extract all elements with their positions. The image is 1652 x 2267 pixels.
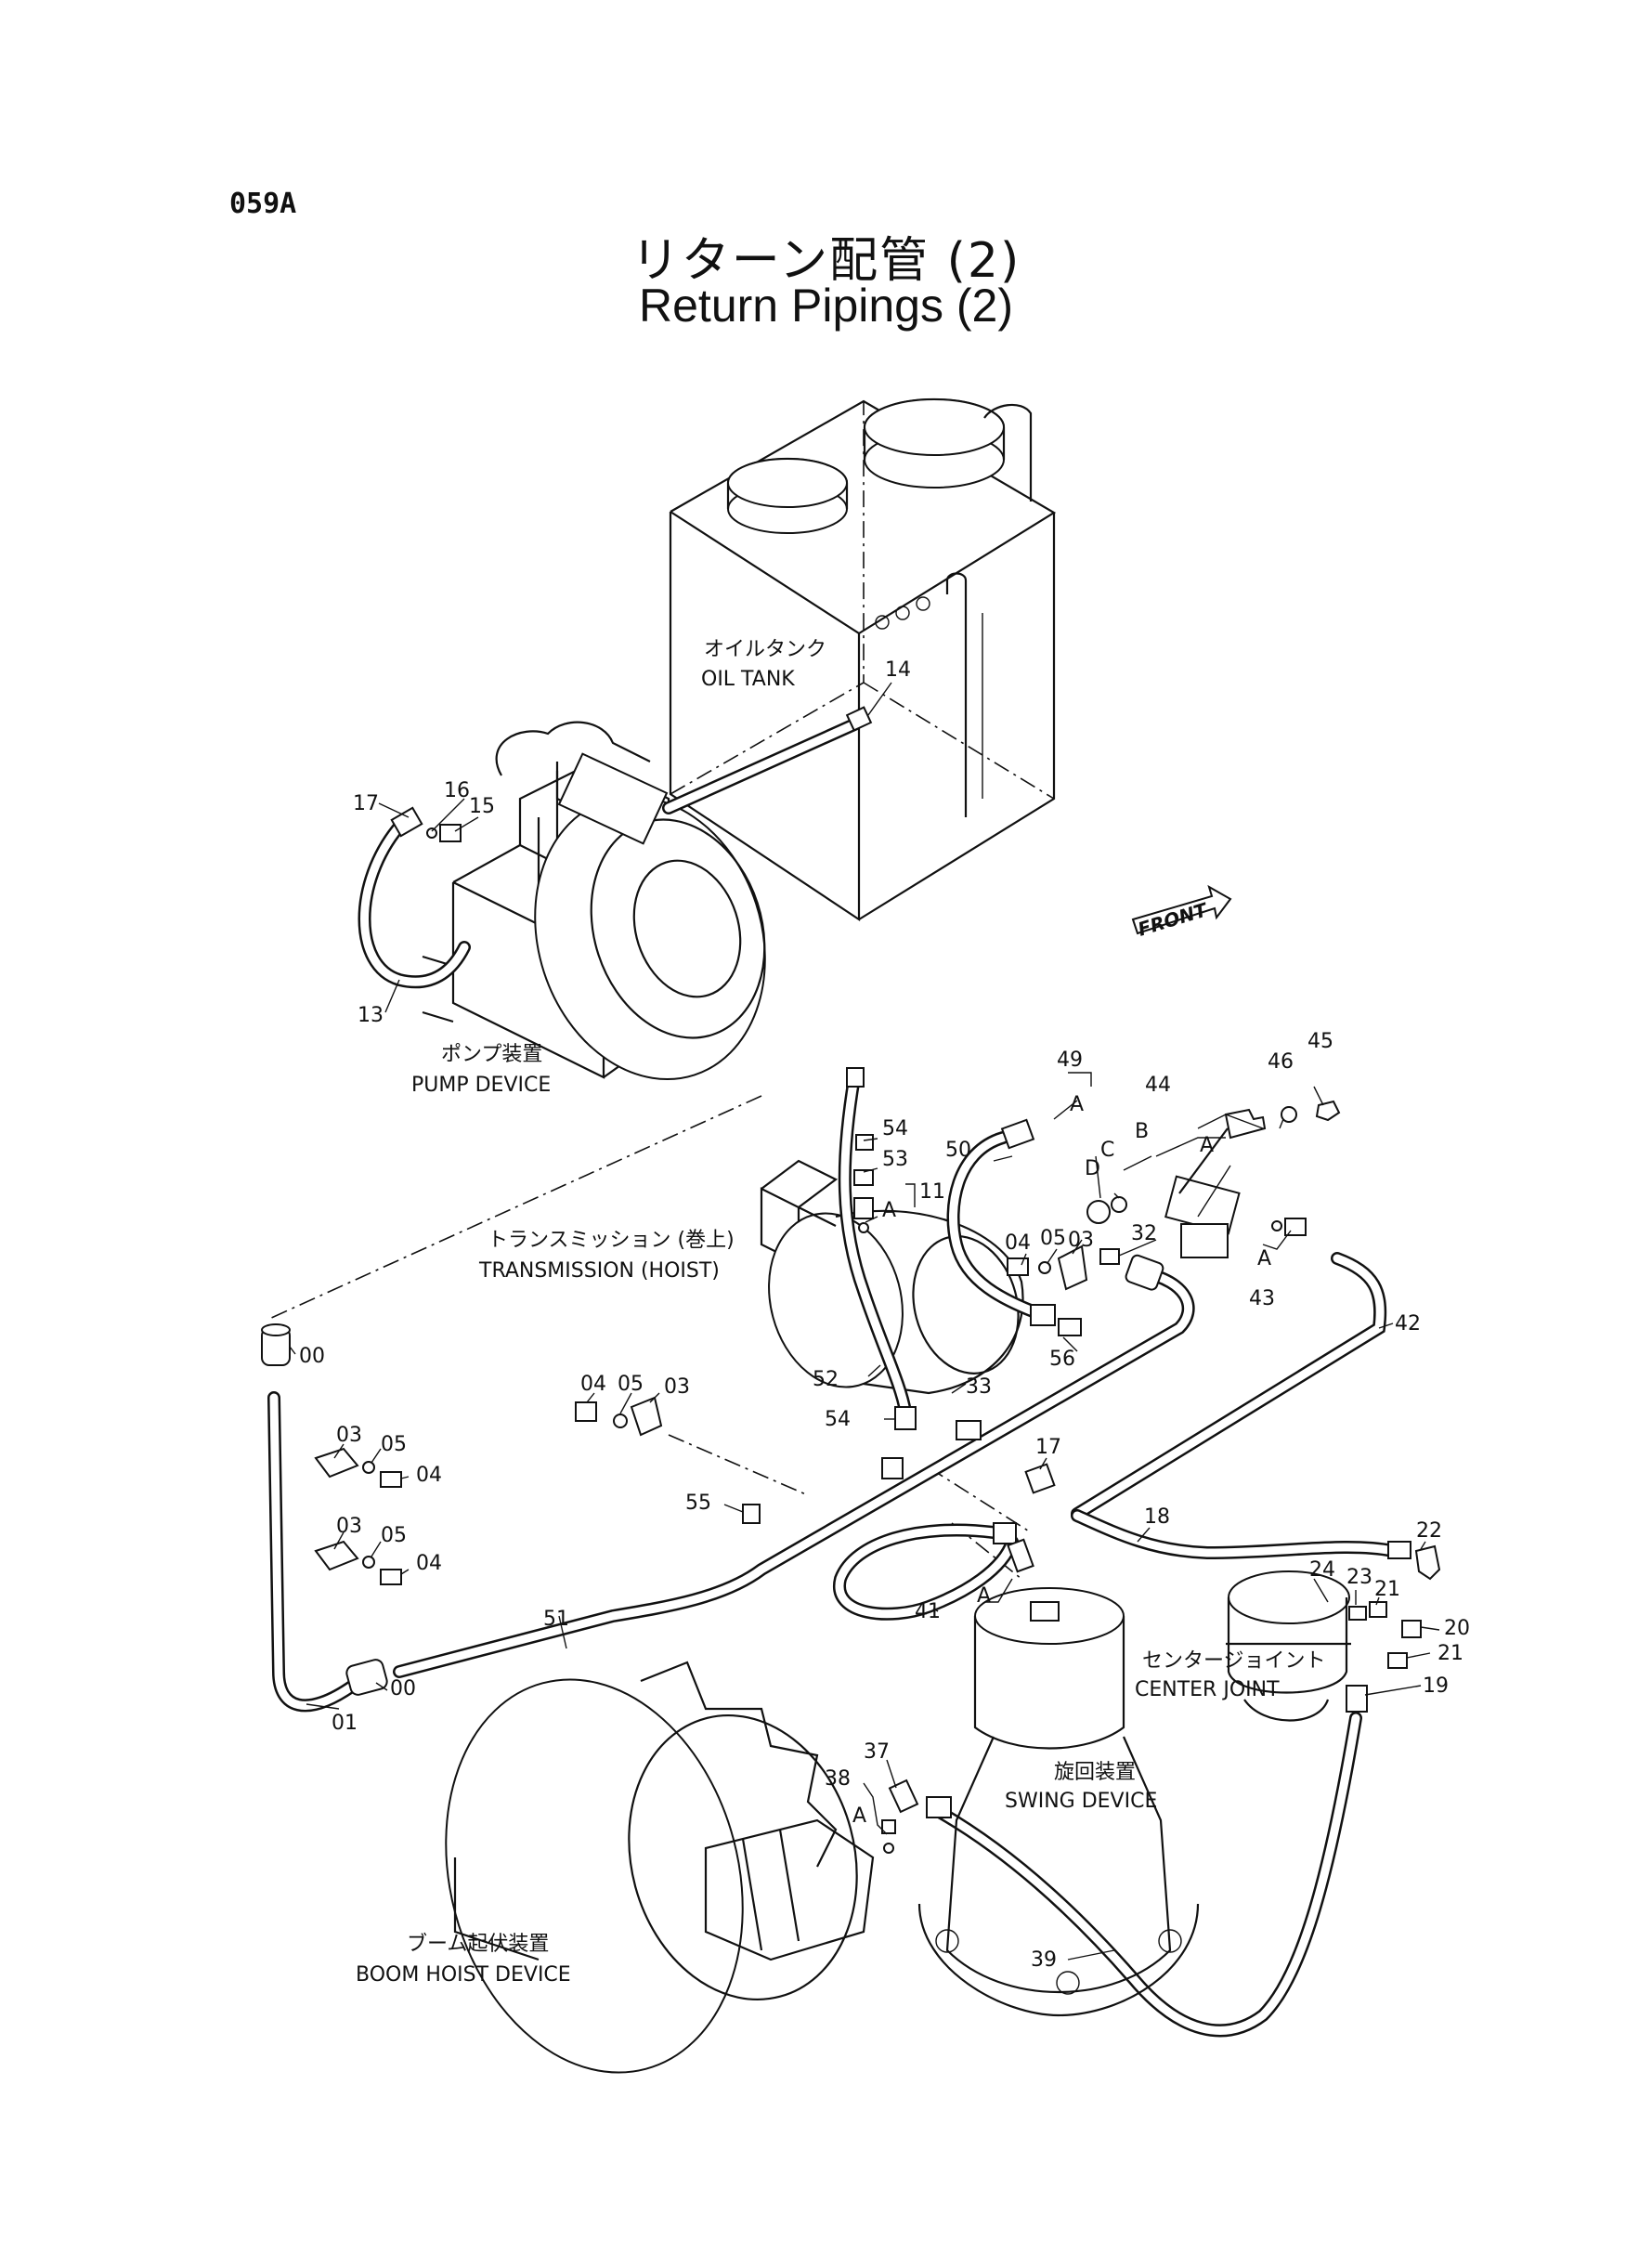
callout: 38 bbox=[825, 1767, 851, 1791]
hose-50 bbox=[946, 1118, 1056, 1326]
callout: 54 bbox=[882, 1117, 908, 1140]
callout: 03 bbox=[1068, 1229, 1094, 1252]
callout: 05 bbox=[381, 1524, 407, 1547]
callout: 19 bbox=[1423, 1674, 1449, 1698]
hose-13 bbox=[358, 806, 471, 989]
callout: A bbox=[1200, 1134, 1214, 1157]
callout: 50 bbox=[945, 1139, 971, 1162]
callout: 15 bbox=[469, 795, 495, 818]
callout: 04 bbox=[416, 1552, 442, 1575]
callout: 44 bbox=[1145, 1074, 1171, 1097]
boom-hoist-label-en: BOOM HOIST DEVICE bbox=[356, 1963, 571, 1987]
callout: 17 bbox=[353, 792, 379, 815]
callout: 52 bbox=[813, 1368, 839, 1391]
callout: A bbox=[1070, 1093, 1084, 1116]
pump-device-drawing bbox=[422, 721, 766, 1081]
callout: A bbox=[977, 1584, 991, 1608]
callout: 01 bbox=[332, 1712, 358, 1735]
clamp-set-left bbox=[314, 1244, 1120, 1585]
callout: 21 bbox=[1437, 1642, 1463, 1665]
callout: 14 bbox=[885, 658, 911, 682]
callout: 33 bbox=[966, 1375, 992, 1399]
callout: 56 bbox=[1049, 1348, 1075, 1371]
leader-lines bbox=[289, 682, 1440, 1961]
callout: 04 bbox=[1005, 1231, 1031, 1255]
callout: 46 bbox=[1268, 1050, 1294, 1074]
callout: 53 bbox=[882, 1148, 908, 1171]
callout: 17 bbox=[1035, 1436, 1061, 1459]
callout: 13 bbox=[358, 1004, 384, 1027]
callout: 45 bbox=[1307, 1030, 1333, 1053]
transmission-label-jp: トランスミッション (巻上) bbox=[488, 1229, 735, 1252]
hose-18 bbox=[1024, 1463, 1441, 1581]
callout: B bbox=[1135, 1120, 1149, 1143]
oil-tank-label-en: OIL TANK bbox=[701, 668, 795, 691]
callout: 04 bbox=[580, 1373, 606, 1396]
callout: 41 bbox=[915, 1600, 941, 1623]
filter-44 bbox=[1086, 1100, 1341, 1258]
callout: 05 bbox=[618, 1373, 644, 1396]
callout: 51 bbox=[543, 1608, 569, 1631]
callout: 22 bbox=[1416, 1519, 1442, 1543]
center-joint-label-jp: センタージョイント bbox=[1142, 1649, 1326, 1673]
callout: 03 bbox=[664, 1375, 690, 1399]
callout: 37 bbox=[864, 1740, 890, 1764]
part-callouts: 14 17 16 15 13 49 A 44 A 45 46 D C B A 4… bbox=[299, 658, 1470, 1972]
front-arrow-label: FRONT bbox=[1135, 898, 1210, 941]
transmission-drawing bbox=[760, 1159, 1024, 1395]
callout: 00 bbox=[390, 1677, 416, 1700]
callout: 16 bbox=[444, 779, 470, 802]
callout: 20 bbox=[1444, 1617, 1470, 1640]
callout: 54 bbox=[825, 1408, 851, 1431]
pump-device-label-en: PUMP DEVICE bbox=[411, 1074, 551, 1097]
boom-hoist-drawing bbox=[445, 1661, 919, 2074]
callout: A bbox=[882, 1199, 896, 1222]
pipe-01 bbox=[261, 1323, 388, 1713]
callout: 05 bbox=[1040, 1227, 1066, 1250]
swing-device-label-en: SWING DEVICE bbox=[1005, 1790, 1157, 1813]
callout: 24 bbox=[1309, 1558, 1335, 1582]
oil-tank-label-jp: オイルタンク bbox=[704, 638, 826, 661]
callout: 05 bbox=[381, 1433, 407, 1456]
callout: 21 bbox=[1374, 1578, 1400, 1601]
title-english: Return Pipings (2) bbox=[639, 280, 1013, 332]
callout: 03 bbox=[336, 1424, 362, 1447]
title-japanese: リターン配管 (2) bbox=[631, 233, 1021, 289]
hose-14 bbox=[662, 706, 873, 814]
transmission-label-en: TRANSMISSION (HOIST) bbox=[478, 1259, 720, 1283]
callout: 32 bbox=[1131, 1222, 1157, 1245]
hose-52 bbox=[838, 1067, 917, 1430]
callout: A bbox=[1257, 1247, 1271, 1270]
callout: 00 bbox=[299, 1345, 325, 1368]
front-arrow: FRONT bbox=[1131, 884, 1232, 941]
pump-device-label-jp: ポンプ装置 bbox=[441, 1043, 542, 1066]
hose-41 bbox=[833, 1522, 1034, 1621]
callout: 49 bbox=[1057, 1049, 1083, 1072]
swing-device-drawing bbox=[917, 1587, 1200, 2017]
swing-device-label-jp: 旋回装置 bbox=[1054, 1761, 1136, 1784]
callout: 18 bbox=[1144, 1505, 1170, 1529]
callout: 03 bbox=[336, 1515, 362, 1538]
callout: 23 bbox=[1346, 1566, 1372, 1589]
oil-tank-drawing bbox=[669, 397, 1057, 922]
hose-39 bbox=[926, 1685, 1368, 2038]
callout: 43 bbox=[1249, 1287, 1275, 1310]
callout: A bbox=[852, 1804, 866, 1828]
hose-42 bbox=[1071, 1252, 1387, 1520]
sheet-code: 059A bbox=[229, 188, 297, 220]
callout: C bbox=[1100, 1139, 1114, 1162]
center-joint-label-en: CENTER JOINT bbox=[1135, 1678, 1280, 1701]
center-joint-drawing bbox=[1226, 1570, 1422, 1722]
component-labels: オイルタンク OIL TANK ポンプ装置 PUMP DEVICE トランスミッ… bbox=[356, 638, 1326, 1987]
callout: 42 bbox=[1395, 1312, 1421, 1335]
pipe-51 bbox=[393, 1254, 1195, 1678]
boom-hoist-label-jp: ブーム起伏装置 bbox=[407, 1933, 549, 1956]
callout: 55 bbox=[685, 1492, 711, 1515]
callout: 39 bbox=[1031, 1948, 1057, 1972]
callout: D bbox=[1085, 1157, 1100, 1180]
callout: 11 bbox=[919, 1180, 945, 1204]
callout: 04 bbox=[416, 1464, 442, 1487]
